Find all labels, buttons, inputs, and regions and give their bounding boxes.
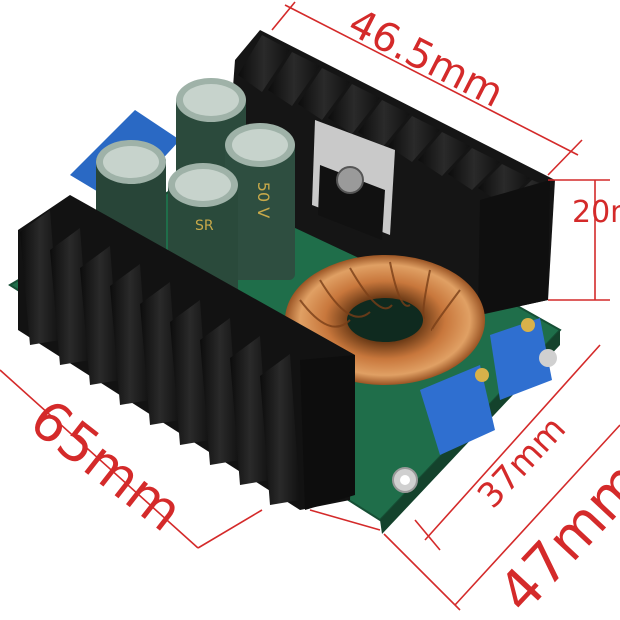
right-heatsink [225, 30, 555, 315]
capacitor-voltage-label: 50 V [254, 182, 273, 218]
trimmer-potentiometers [420, 318, 552, 455]
mounting-hole [539, 349, 557, 367]
left-heatsink [18, 195, 355, 510]
capacitor-brand-label: SR [195, 218, 214, 234]
dimension-height: 20mm [572, 195, 620, 230]
